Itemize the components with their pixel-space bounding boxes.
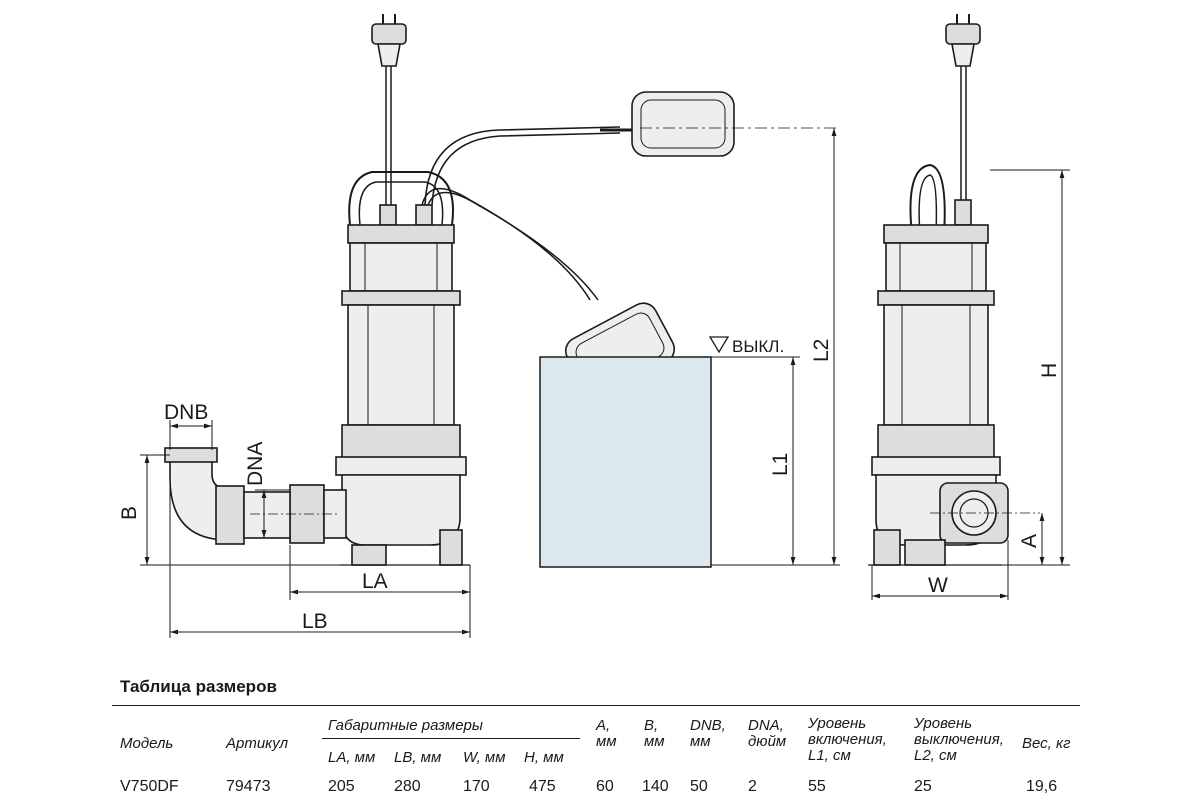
header-dna: DNA, дюйм <box>748 718 786 750</box>
header-a: A, мм <box>596 718 617 750</box>
header-model: Модель <box>120 735 174 752</box>
header-l2: Уровень выключения, L2, см <box>914 716 1004 764</box>
header-l1-line3: L1, см <box>808 747 851 764</box>
header-dna-line1: DNA, <box>748 717 784 734</box>
b-label: B <box>118 506 141 520</box>
l1-label: L1 <box>769 453 792 476</box>
header-article: Артикул <box>226 735 289 752</box>
header-lb: LB, мм <box>394 749 442 766</box>
header-la: LA, мм <box>328 749 376 766</box>
header-l1-line1: Уровень <box>808 715 867 732</box>
header-l1-line2: включения, <box>808 731 887 748</box>
h-label: H <box>1038 363 1061 378</box>
header-l2-line2: выключения, <box>914 731 1004 748</box>
header-l2-line1: Уровень <box>914 715 973 732</box>
header-w: W, мм <box>463 749 506 766</box>
lb-label: LB <box>302 610 328 633</box>
header-weight: Вес, кг <box>1022 735 1071 752</box>
cell-w: 170 <box>463 778 490 795</box>
w-label: W <box>928 574 948 597</box>
power-plug-icon <box>945 14 981 215</box>
header-group-dimensions: Габаритные размеры <box>328 717 483 734</box>
cell-dna: 2 <box>748 778 757 795</box>
level-triangle-icon <box>708 336 730 354</box>
dnb-label: DNB <box>164 401 208 424</box>
header-a-line2: мм <box>596 733 617 750</box>
power-plug-icon <box>371 14 407 215</box>
pump-dimension-drawing: ВЫКЛ. <box>118 14 1070 638</box>
cell-model: V750DF <box>120 778 179 795</box>
cell-l1: 55 <box>808 778 826 795</box>
water-tank <box>539 356 712 568</box>
dimension-lines <box>140 128 1070 638</box>
header-a-line1: A, <box>596 717 611 734</box>
cell-dnb: 50 <box>690 778 708 795</box>
header-l2-line3: L2, см <box>914 747 957 764</box>
off-level-label: ВЫКЛ. <box>732 337 784 356</box>
dna-label: DNA <box>244 442 267 486</box>
table-title: Таблица размеров <box>120 677 277 696</box>
header-h: H, мм <box>524 749 564 766</box>
header-dnb: DNB, мм <box>690 718 726 750</box>
cell-article: 79473 <box>226 778 271 795</box>
header-l1: Уровень включения, L1, см <box>808 716 887 764</box>
cell-a: 60 <box>596 778 614 795</box>
cell-lb: 280 <box>394 778 421 795</box>
l2-label: L2 <box>810 339 833 362</box>
table-top-rule <box>112 705 1080 706</box>
cell-la: 205 <box>328 778 355 795</box>
cell-b: 140 <box>642 778 669 795</box>
cell-h: 475 <box>529 778 556 795</box>
cell-weight: 19,6 <box>1026 778 1058 795</box>
header-b: B, мм <box>644 718 665 750</box>
header-dna-line2: дюйм <box>748 733 787 750</box>
header-b-line2: мм <box>644 733 665 750</box>
front-view <box>164 14 470 566</box>
header-dnb-line2: мм <box>690 733 711 750</box>
header-b-line1: B, <box>644 717 659 734</box>
group-header-rule <box>322 738 580 739</box>
a-label: A <box>1018 534 1041 548</box>
la-label: LA <box>362 570 388 593</box>
header-dnb-line1: DNB, <box>690 717 726 734</box>
side-view <box>868 14 1040 566</box>
cell-l2: 25 <box>914 778 932 795</box>
